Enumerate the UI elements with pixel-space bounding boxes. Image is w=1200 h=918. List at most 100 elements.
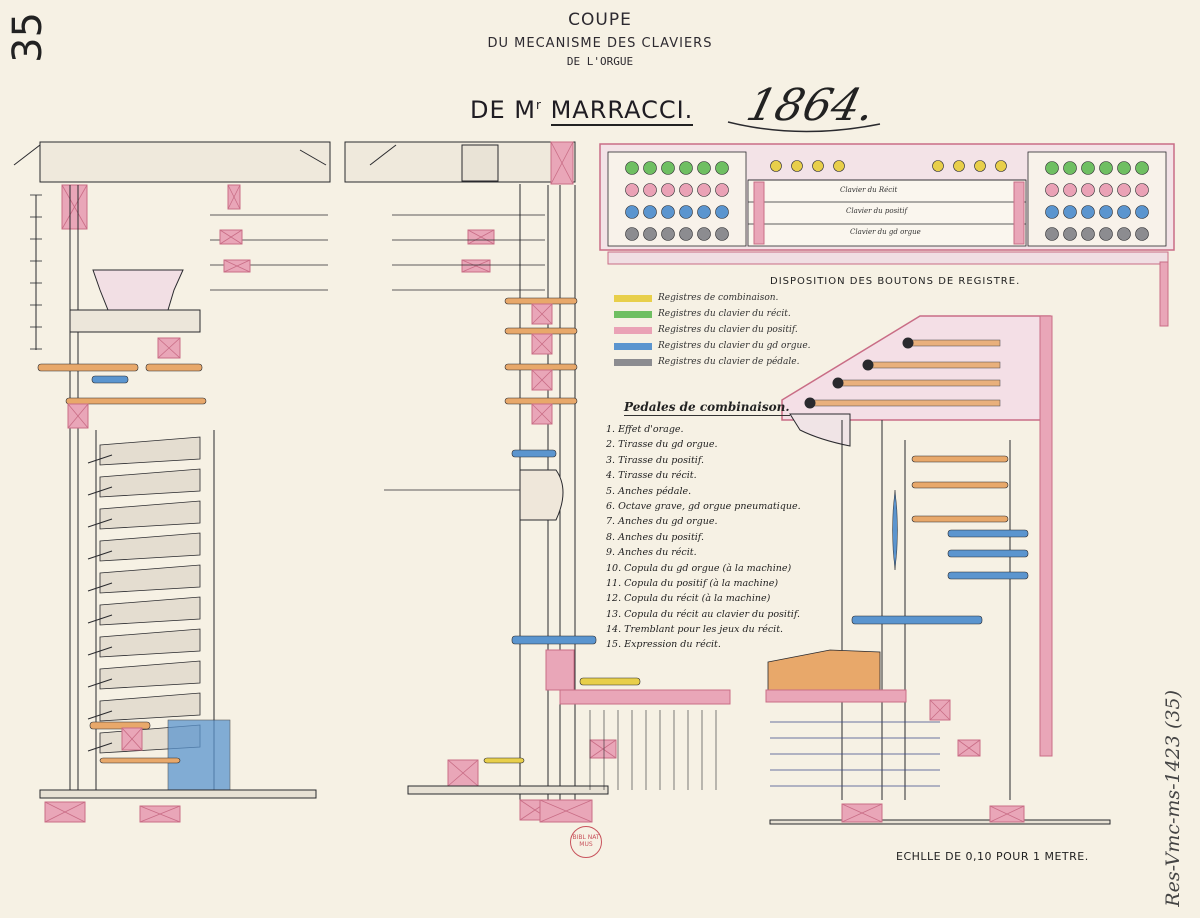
- register-knob: [625, 227, 639, 241]
- pedal-item: 9. Anches du récit.: [606, 547, 697, 559]
- register-knobs: [625, 160, 1149, 241]
- lever-arm: [911, 515, 1009, 523]
- stop-rod: [909, 339, 1001, 347]
- case-bracket: [789, 413, 851, 447]
- pedal-list: Pedales de combinaison. 1. Effet d'orage…: [606, 396, 801, 655]
- register-knob: [1117, 205, 1131, 219]
- register-knob: [1063, 183, 1077, 197]
- section-hatch: [550, 141, 574, 185]
- section-hatch: [929, 699, 951, 721]
- legend-swatch: [614, 310, 652, 318]
- keyboard-label-positif: Clavier du positif: [846, 207, 908, 215]
- floor-line: [39, 789, 317, 799]
- main-title-prefix: DE M: [470, 96, 536, 124]
- section-hatch: [957, 739, 981, 757]
- register-knob: [1045, 161, 1059, 175]
- lever-arm: [511, 635, 597, 645]
- register-knob: [1117, 227, 1131, 241]
- key-tail: [87, 678, 113, 688]
- register-knob: [697, 205, 711, 219]
- year-flourish: [727, 121, 881, 133]
- register-knob: [715, 161, 729, 175]
- floor-line: [769, 819, 1111, 825]
- lever-arm: [911, 455, 1009, 463]
- register-knob: [643, 227, 657, 241]
- key-lever: [99, 436, 201, 466]
- lever-arm: [511, 449, 557, 458]
- register-knob: [625, 205, 639, 219]
- lever-arm: [504, 327, 578, 335]
- lever-arm: [145, 363, 203, 372]
- mechanism-structure: [13, 121, 1111, 825]
- register-knob: [995, 160, 1007, 172]
- key-tail: [87, 614, 113, 624]
- key-tail: [87, 710, 113, 720]
- pedal-linkage: [167, 719, 231, 791]
- section-hatch: [219, 229, 243, 245]
- lever-arm: [99, 757, 181, 764]
- register-knob: [661, 227, 675, 241]
- register-knob: [1135, 227, 1149, 241]
- lever-arm: [65, 397, 207, 405]
- console-cheek: [753, 181, 765, 245]
- pedal-item: 2. Tirasse du gd orgue.: [606, 439, 718, 451]
- register-knob: [625, 161, 639, 175]
- lever-arm: [947, 571, 1029, 580]
- lever-arm: [483, 757, 525, 764]
- register-knob: [715, 227, 729, 241]
- legend-row: Registres du clavier du gd orgue.: [614, 338, 811, 354]
- lever-arm: [37, 363, 139, 372]
- pedal-item: 10. Copula du gd orgue (à la machine): [606, 562, 792, 574]
- register-knob: [1081, 227, 1095, 241]
- register-knob: [1135, 161, 1149, 175]
- keyboard-label-recit: Clavier du Récit: [840, 186, 898, 194]
- register-knob: [770, 160, 782, 172]
- pedal-item: 1. Effet d'orage.: [606, 424, 684, 435]
- section-hatch: [589, 739, 617, 759]
- color-legend: Registres de combinaison. Registres du c…: [614, 290, 811, 370]
- register-knob: [1117, 161, 1131, 175]
- keyboard-block: [767, 649, 881, 691]
- key-lever: [99, 532, 201, 562]
- break-mark: [299, 149, 327, 166]
- console-shelf: [607, 251, 1169, 265]
- register-knob: [1117, 183, 1131, 197]
- register-knob: [974, 160, 986, 172]
- library-stamp: BIBL NAT MUS: [570, 826, 602, 858]
- register-knob: [953, 160, 965, 172]
- key-frame: [559, 689, 731, 705]
- stop-knob: [862, 359, 874, 371]
- register-knob: [1063, 161, 1077, 175]
- console-caption: DISPOSITION DES BOUTONS DE REGISTRE.: [770, 276, 1021, 287]
- register-knob: [812, 160, 824, 172]
- register-knob: [791, 160, 803, 172]
- lever-arm: [851, 615, 983, 625]
- stop-knob: [902, 337, 914, 349]
- console-cheek: [1013, 181, 1025, 245]
- break-mark: [369, 144, 397, 166]
- lever-arm: [89, 721, 151, 730]
- register-knob: [679, 227, 693, 241]
- register-knob: [1099, 183, 1113, 197]
- lever-arm: [91, 375, 129, 384]
- break-mark: [13, 144, 41, 166]
- key-tail: [87, 518, 113, 528]
- register-knob: [625, 183, 639, 197]
- title-block: COUPE DU MECANISME DES CLAVIERS DE L'ORG…: [400, 10, 820, 68]
- lever-arm: [947, 529, 1029, 538]
- key-tail: [87, 646, 113, 656]
- section-hatch: [461, 259, 491, 273]
- key-lever: [99, 596, 201, 626]
- key-tail: [87, 582, 113, 592]
- legend-label: Registres de combinaison.: [658, 293, 779, 303]
- legend-label: Registres du clavier du positif.: [658, 325, 798, 335]
- pedal-item: 5. Anches pédale.: [606, 485, 692, 497]
- register-knob: [1081, 183, 1095, 197]
- keyboard-label-gd-orgue: Clavier du gd orgue: [850, 228, 921, 236]
- register-knob: [661, 183, 675, 197]
- section-hatch: [539, 799, 593, 823]
- legend-row: Registres du clavier du positif.: [614, 322, 811, 338]
- section-hatch: [67, 403, 89, 429]
